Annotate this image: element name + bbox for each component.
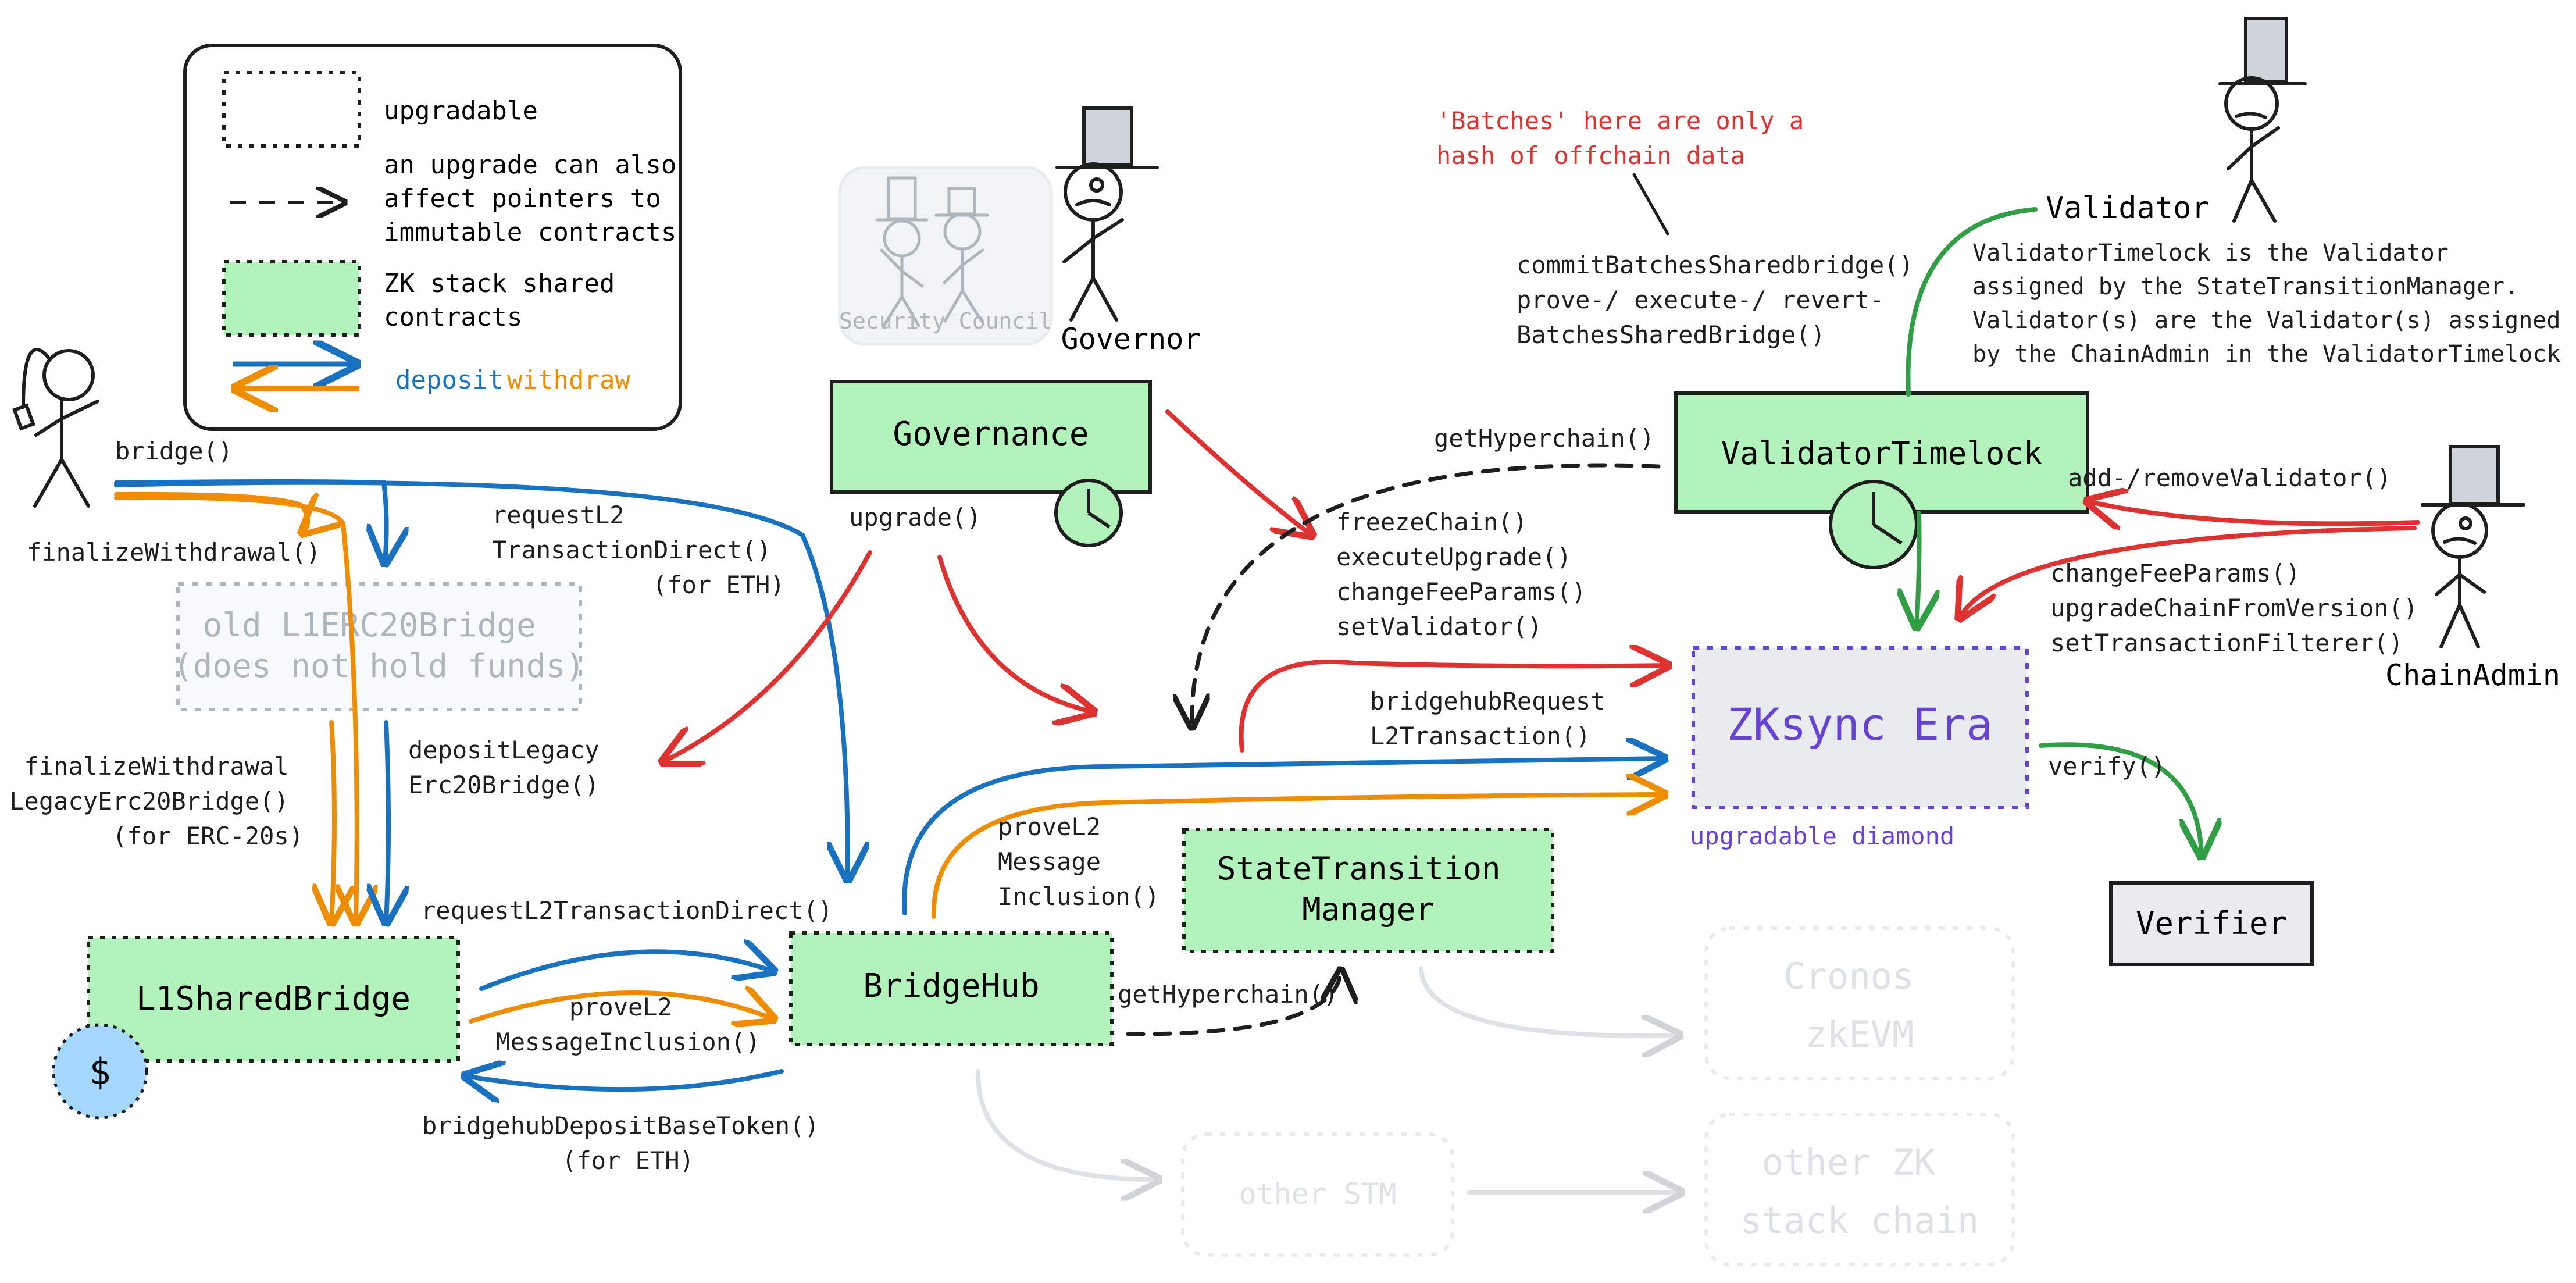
cronos-zkevm-box: Cronos zkEVM bbox=[1704, 926, 2015, 1080]
bridge-to-bridgehub-arrow bbox=[114, 480, 848, 879]
stm-calls-label: freezeChain() executeUpgrade() changeFee… bbox=[1336, 508, 1601, 641]
stm-label: StateTransition Manager bbox=[1217, 850, 1519, 928]
dollar-token-icon bbox=[52, 1023, 148, 1120]
user-figure bbox=[12, 348, 99, 508]
old-l1erc20-bridge-box[interactable]: old L1ERC20Bridge (does not hold funds) bbox=[173, 582, 585, 711]
clock-icon bbox=[1054, 479, 1123, 547]
prove-l2-msg-label: proveL2 MessageInclusion() bbox=[495, 993, 760, 1056]
security-council: Security Council bbox=[838, 166, 1053, 346]
governance-box[interactable]: Governance bbox=[830, 380, 1152, 547]
bridgehub-label: BridgeHub bbox=[863, 967, 1039, 1005]
shared-to-bridgehub-orange bbox=[469, 993, 773, 1021]
batch-calls-label: commitBatchesSharedbridge() prove-/ exec… bbox=[1517, 251, 1928, 349]
prove-l2-msg-incl-label: proveL2 Message Inclusion() bbox=[998, 812, 1159, 911]
old-bridge-label: old L1ERC20Bridge (does not hold funds) bbox=[173, 607, 585, 685]
chain-admin-label: ChainAdmin bbox=[2385, 658, 2560, 692]
legend-deposit-label: deposit bbox=[395, 365, 503, 395]
verifier-label: Verifier bbox=[2136, 905, 2287, 942]
bridgehub-to-shared-blue bbox=[465, 1071, 784, 1089]
legend-shared-label: ZK stack shared contracts bbox=[384, 269, 630, 332]
other-stm-label: other STM bbox=[1239, 1177, 1397, 1211]
finalize-withdrawal-arrow bbox=[114, 491, 308, 533]
bridgehub-deposit-base-label: bridgehubDepositBaseToken() (for ETH) bbox=[422, 1111, 834, 1175]
other-zk-chain-box: other ZK stack chain bbox=[1704, 1113, 2015, 1266]
verify-label: verify() bbox=[2048, 752, 2165, 781]
admin-add-remove-validator-red bbox=[2088, 501, 2420, 523]
finalize-withdrawal-label: finalizeWithdrawal() bbox=[27, 538, 321, 566]
clock-icon bbox=[1829, 480, 1918, 569]
finalize-legacy-label: finalizeWithdrawal LegacyErc20Bridge() (… bbox=[9, 752, 304, 850]
upgrade-to-bridgehub-red bbox=[937, 555, 1093, 712]
validator-figure bbox=[2218, 17, 2307, 223]
security-council-label: Security Council bbox=[839, 308, 1052, 334]
get-hyperchain-bottom-dashed bbox=[1126, 970, 1341, 1036]
legend-shared-swatch bbox=[222, 260, 361, 337]
security-council-box bbox=[838, 166, 1053, 346]
upgrade-label: upgrade() bbox=[849, 503, 982, 532]
validator-timelock-note: ValidatorTimelock is the Validator assig… bbox=[1972, 240, 2575, 368]
legend-withdraw-label: withdraw bbox=[507, 365, 630, 395]
add-remove-validator-label: add-/removeValidator() bbox=[2068, 464, 2391, 492]
governor-figure bbox=[1055, 106, 1159, 322]
timelock-to-zksync-green bbox=[1917, 511, 1919, 627]
deposit-legacy-arrow bbox=[386, 720, 388, 922]
zksync-era-box[interactable]: ZKsync Era bbox=[1692, 646, 2029, 809]
chain-admin-figure bbox=[2421, 445, 2525, 648]
upgrade-to-old-bridge-red bbox=[663, 550, 872, 762]
admin-to-zksync-red bbox=[1960, 526, 2417, 618]
cronos-label: Cronos zkEVM bbox=[1783, 955, 1935, 1056]
validator-label: Validator bbox=[2046, 191, 2210, 226]
governance-to-stm-calls-red bbox=[1165, 409, 1312, 535]
bridgehub-prove-orange bbox=[931, 794, 1664, 919]
other-stm-box: other STM bbox=[1181, 1132, 1454, 1257]
deposit-legacy-label: depositLegacy Erc20Bridge() bbox=[408, 736, 614, 799]
get-hyperchain-top-label: getHyperchain() bbox=[1434, 424, 1654, 452]
bridgehub-request-blue bbox=[902, 758, 1664, 915]
legend-pointer-label: an upgrade can also affect pointers to i… bbox=[384, 150, 692, 247]
request-l2-tx-direct-eth-label: requestL2 TransactionDirect() (for ETH) bbox=[492, 501, 786, 599]
l1-shared-bridge-box[interactable]: L1SharedBridge $ bbox=[52, 936, 460, 1120]
stm-to-zksync-red bbox=[1239, 662, 1668, 753]
batches-note-pointer bbox=[1632, 173, 1669, 236]
validator-timelock-label: ValidatorTimelock bbox=[1721, 435, 2043, 472]
security-council-figures-icon bbox=[875, 176, 989, 327]
governance-label: Governance bbox=[893, 415, 1089, 453]
governor-label: Governor bbox=[1061, 322, 1201, 356]
validator-to-timelock-green bbox=[1906, 207, 2038, 397]
stm-to-cronos-gray bbox=[1419, 967, 1679, 1036]
dollar-label: $ bbox=[89, 1050, 110, 1093]
bridgehub-request-label: bridgehubRequest L2Transaction() bbox=[1370, 687, 1620, 750]
get-hyperchain-top-dashed bbox=[1192, 463, 1661, 727]
bridgehub-box[interactable]: BridgeHub bbox=[789, 931, 1114, 1046]
finalize-to-shared-bridge-arrow-a bbox=[114, 495, 357, 922]
batches-note: 'Batches' here are only a hash of offcha… bbox=[1436, 106, 1818, 170]
request-l2-tx-direct-label: requestL2TransactionDirect() bbox=[421, 896, 833, 925]
l1-shared-bridge-label: L1SharedBridge bbox=[136, 980, 411, 1018]
zksync-era-note: upgradable diamond bbox=[1690, 822, 1954, 850]
verifier-box[interactable]: Verifier bbox=[2109, 881, 2314, 966]
admin-calls-label: changeFeeParams() upgradeChainFromVersio… bbox=[2050, 559, 2432, 657]
state-transition-manager-box[interactable]: StateTransition Manager bbox=[1182, 828, 1554, 953]
finalize-to-shared-bridge-arrow-b bbox=[331, 720, 334, 922]
arrow-labels: bridge() finalizeWithdrawal() requestL2 … bbox=[9, 251, 2432, 1175]
verify-green bbox=[2039, 742, 2202, 856]
bridge-label: bridge() bbox=[115, 437, 233, 465]
zksync-era-label: ZKsync Era bbox=[1726, 698, 1993, 750]
bridgehub-to-other-stm-gray bbox=[975, 1069, 1158, 1179]
legend: upgradable an upgrade can also affect po… bbox=[183, 44, 692, 431]
legend-upgradable-label: upgradable bbox=[384, 96, 538, 126]
get-hyperchain-bottom-label: getHyperchain() bbox=[1118, 980, 1338, 1008]
validator-timelock-box[interactable]: ValidatorTimelock bbox=[1674, 391, 2089, 569]
shared-to-bridgehub-blue bbox=[479, 951, 773, 991]
other-chain-label: other ZK stack chain bbox=[1740, 1141, 1979, 1242]
arrows bbox=[114, 173, 2420, 1192]
